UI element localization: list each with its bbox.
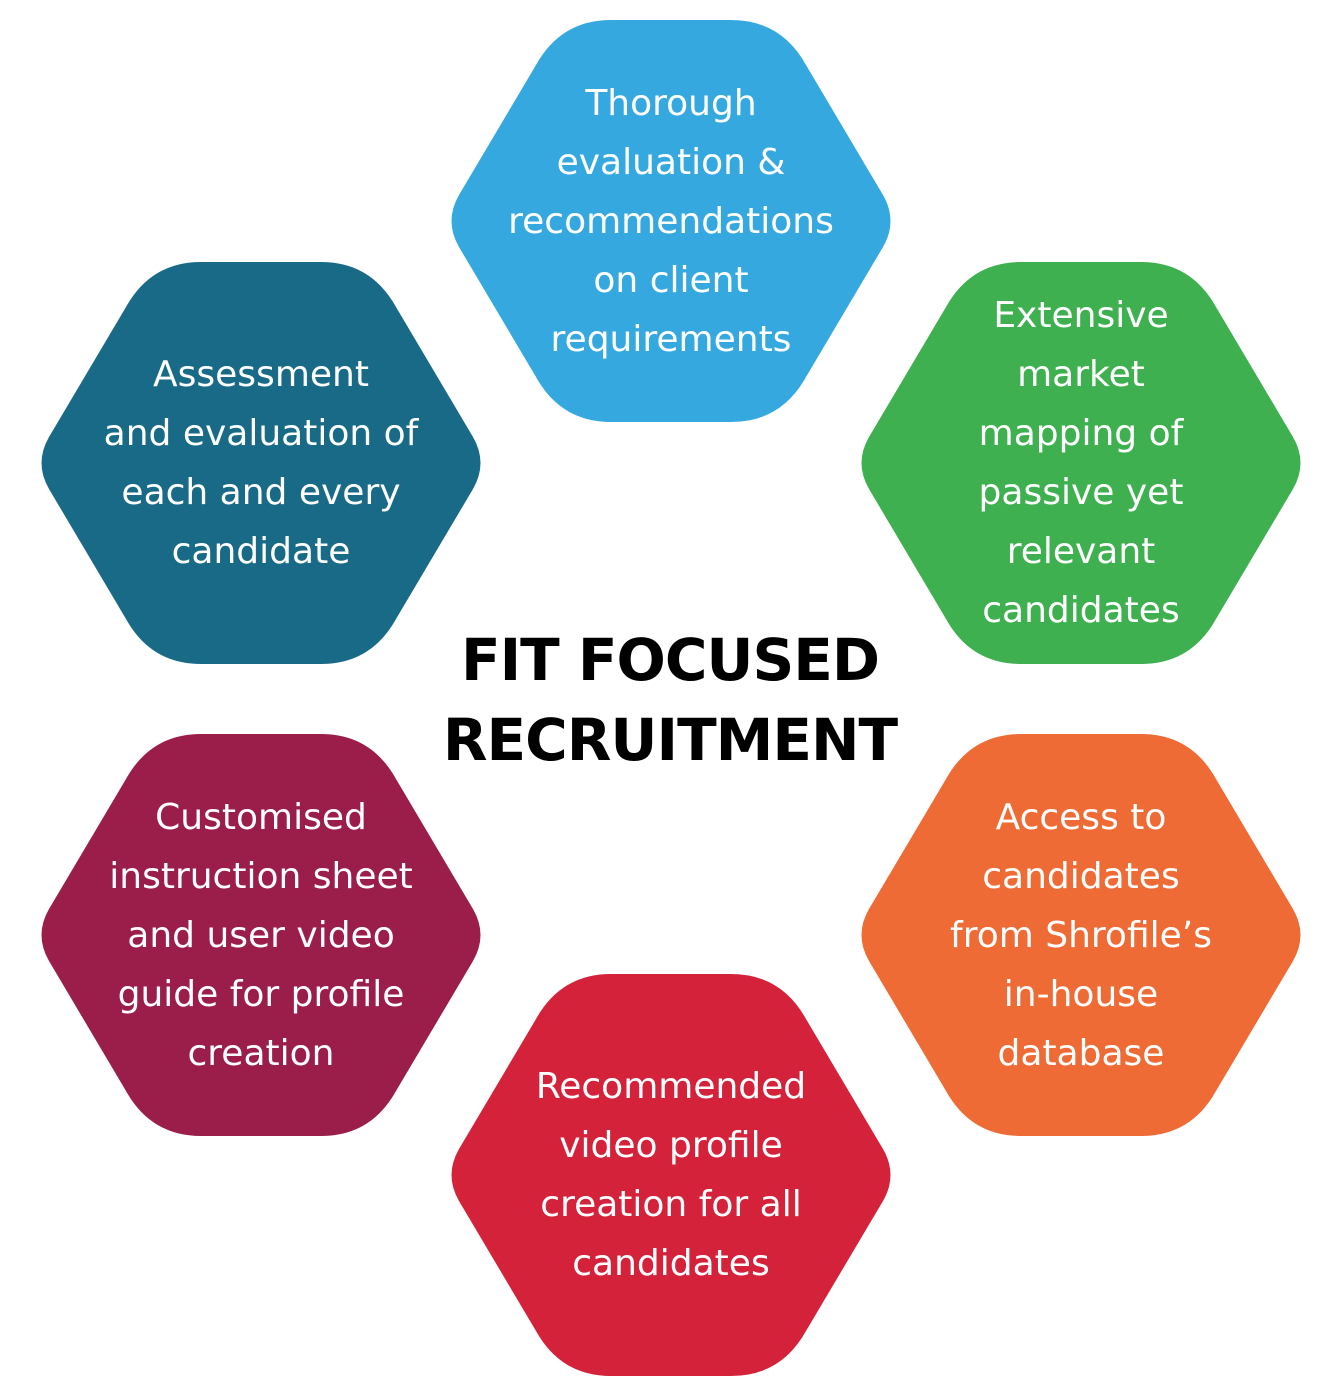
hexagon-shape: [41, 734, 481, 1136]
hexagon-instruction-sheet: Customised instruction sheet and user vi…: [36, 734, 486, 1136]
hexagon-label: Extensive market mapping of passive yet …: [978, 295, 1184, 631]
hexagon-label: Assessment and evaluation of each and ev…: [103, 354, 419, 572]
hexagon-shape: [41, 262, 481, 664]
hexagon-shape: [451, 20, 891, 422]
hexagon-shape: [451, 974, 891, 1376]
hexagon-candidate-assessment: Assessment and evaluation of each and ev…: [36, 262, 486, 664]
hexagon-shape: [861, 262, 1301, 664]
hexagon-label: Customised instruction sheet and user vi…: [109, 796, 413, 1074]
hexagon-video-profile-creation: Recommended video profile creation for a…: [446, 974, 896, 1376]
hexagon-label: Thorough evaluation & recommendations on…: [508, 82, 834, 360]
title-line-2: RECRUITMENT: [442, 706, 898, 774]
hexagon-label: Access to candidates from Shrofile’s in-…: [950, 796, 1212, 1074]
hexagon-market-mapping: Extensive market mapping of passive yet …: [856, 262, 1306, 664]
title-line-1: FIT FOCUSED: [460, 626, 880, 694]
hexagon-evaluation-recommendations: Thorough evaluation & recommendations on…: [446, 20, 896, 422]
hexagon-in-house-database: Access to candidates from Shrofile’s in-…: [856, 734, 1306, 1136]
hexagon-label: Recommended video profile creation for a…: [535, 1066, 807, 1284]
hexagon-shape: [861, 734, 1301, 1136]
diagram-title: FIT FOCUSED RECRUITMENT: [380, 620, 960, 780]
